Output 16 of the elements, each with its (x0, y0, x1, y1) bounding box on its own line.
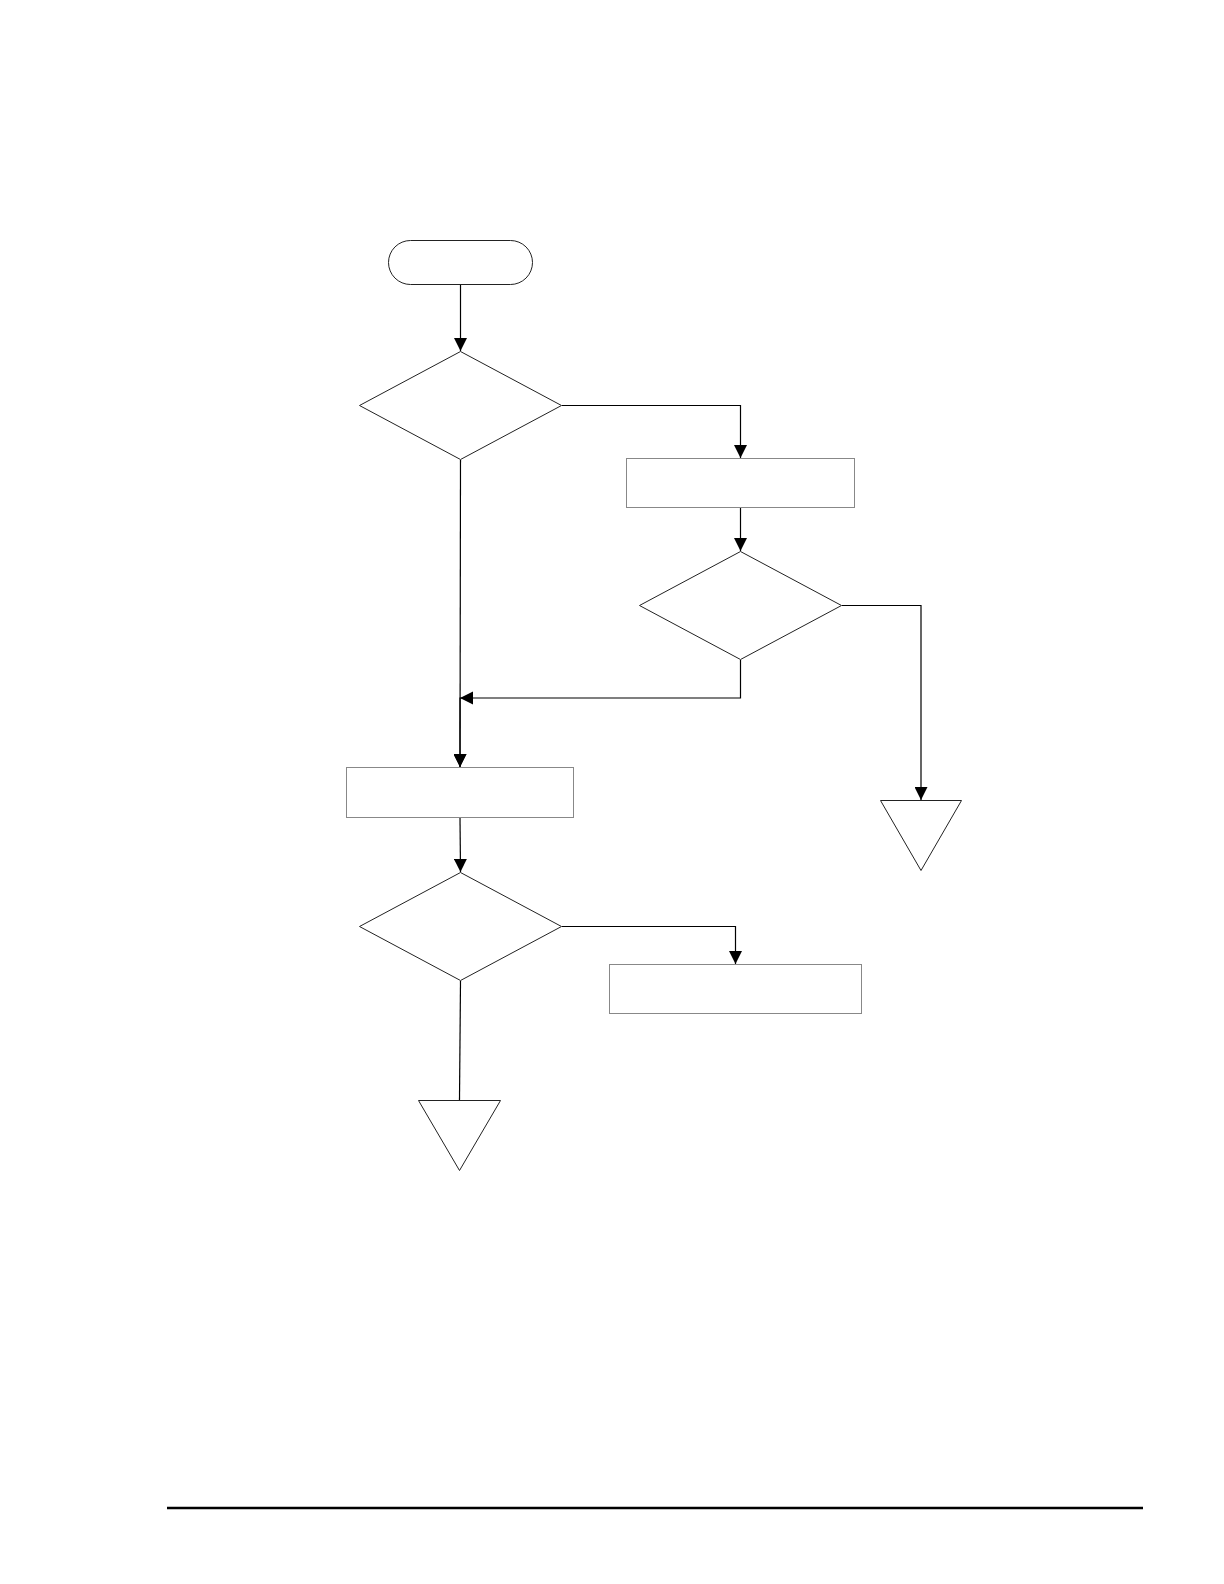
process-box (346, 767, 574, 818)
arrow (734, 507, 747, 552)
merge-triangle (880, 800, 962, 871)
arrow (454, 284, 467, 352)
arrow (453, 817, 467, 873)
terminal-shape (388, 240, 533, 285)
arrow (561, 925, 742, 965)
decision-diamond (639, 551, 842, 660)
merge-triangle (418, 1100, 501, 1171)
process-box (609, 964, 862, 1014)
arrow (841, 604, 928, 801)
arrow (453, 659, 742, 768)
decision-diamond (359, 872, 562, 981)
process-box (626, 458, 855, 508)
decision-diamond (359, 351, 562, 460)
arrow (561, 404, 747, 459)
